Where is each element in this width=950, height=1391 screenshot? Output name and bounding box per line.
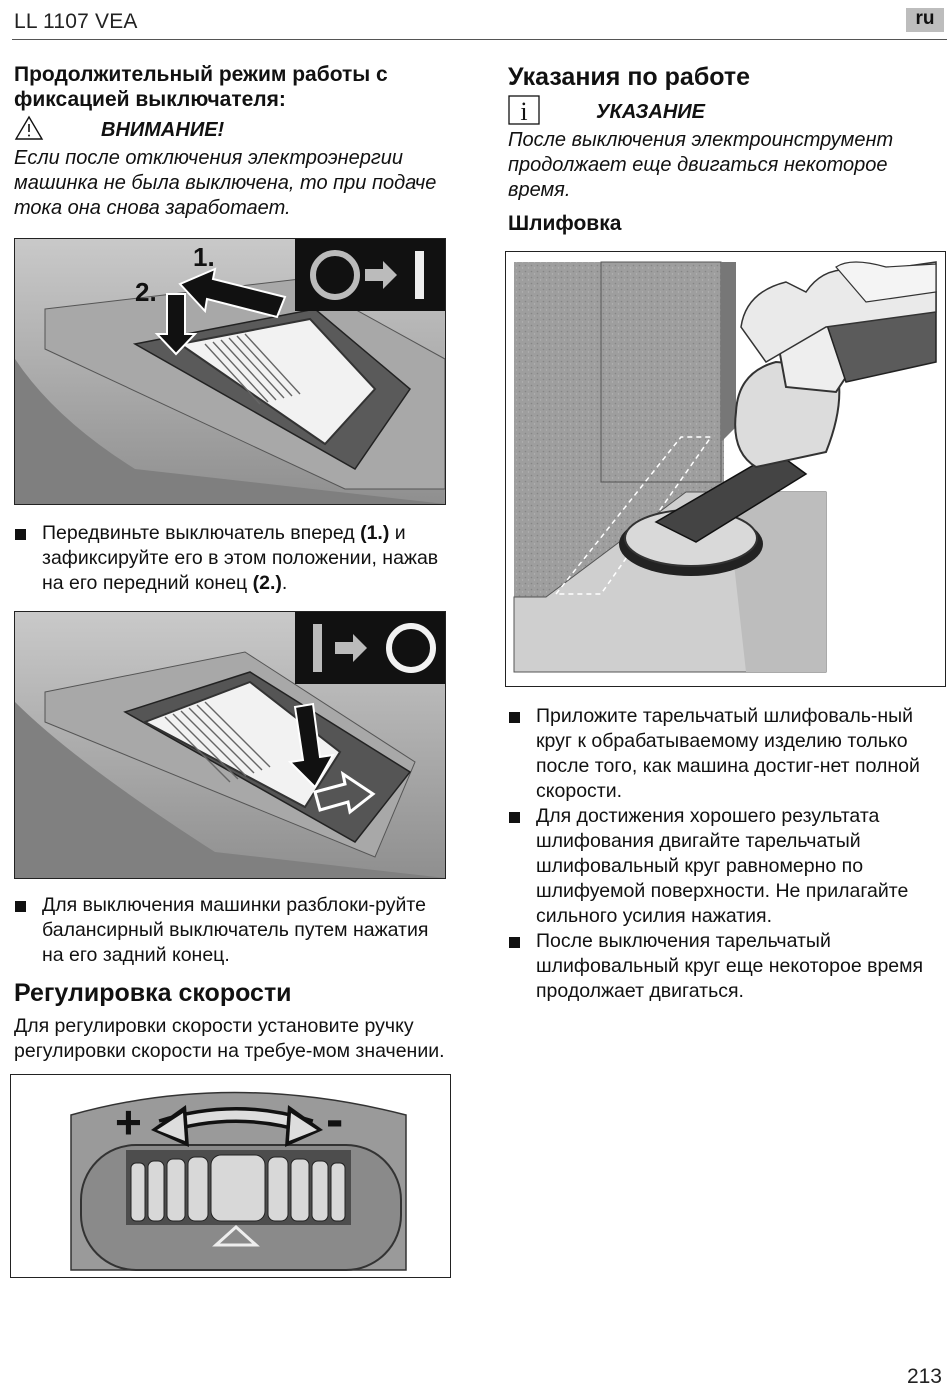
bullet-square (509, 812, 520, 823)
sanding-title: Шлифовка (508, 212, 622, 235)
speed-control-text: Для регулировки скорости установите ручк… (14, 1015, 445, 1062)
speed-dial-figure: + - (10, 1074, 451, 1278)
bullet-text: Для выключения машинки разблоки-руйте ба… (42, 894, 429, 966)
note-label: УКАЗАНИЕ (596, 100, 705, 123)
bullet-text-b: и зафиксируйте его в этом положении, наж… (42, 522, 439, 594)
dial-plus-label: + (115, 1096, 142, 1148)
bullet-text-a: Передвиньте выключатель вперед (42, 522, 361, 544)
left-column: Продолжительный режим работы с фиксацией… (10, 62, 454, 1278)
switch-on-figure: 1. 2. (14, 238, 446, 505)
note-header: i УКАЗАНИЕ (508, 94, 948, 130)
speed-control-title: Регулировка скорости (14, 979, 292, 1007)
bullet-bold-b: (2.) (252, 572, 282, 594)
language-badge: ru (906, 8, 944, 32)
step-label-2: 2. (135, 277, 157, 307)
header-title: LL 1107 VEA (14, 10, 138, 33)
switch-on-instruction: Передвиньте выключатель вперед (1.) и за… (14, 521, 454, 596)
bullet-bold-a: (1.) (360, 522, 390, 544)
warning-header: ВНИМАНИЕ! (14, 114, 454, 146)
bullet-square (15, 529, 26, 540)
dial-minus-label: - (326, 1091, 344, 1149)
right-column: Указания по работе i УКАЗАНИЕ После выкл… (505, 62, 948, 1004)
work-instructions-title: Указания по работе (508, 63, 751, 91)
sanding-instructions: Приложите тарельчатый шлифоваль-ный круг… (508, 704, 948, 1004)
header-divider (12, 39, 947, 40)
bullet-text: Для достижения хорошего результата шлифо… (536, 805, 909, 927)
step-label-1: 1. (193, 242, 215, 272)
bullet-text-c: . (281, 572, 288, 594)
sanding-bullet-2: Для достижения хорошего результата шлифо… (508, 804, 948, 929)
continuous-mode-title: Продолжительный режим работы с фиксацией… (14, 63, 388, 111)
warning-triangle-icon (14, 115, 44, 146)
bullet-square (509, 937, 520, 948)
bullet-square (15, 901, 26, 912)
bullet-text: Приложите тарельчатый шлифоваль-ный круг… (536, 705, 920, 802)
bullet-square (509, 712, 520, 723)
switch-off-figure (14, 611, 446, 879)
svg-text:i: i (520, 97, 527, 125)
page-number: 213 (906, 1365, 942, 1388)
sanding-figure (505, 251, 946, 687)
info-icon: i (508, 94, 540, 130)
switch-off-instruction: Для выключения машинки разблоки-руйте ба… (14, 893, 454, 968)
bullet-text: После выключения тарельчатый шлифовальны… (536, 930, 924, 1002)
note-text: После выключения электроинструмент продо… (508, 129, 894, 201)
sanding-bullet-3: После выключения тарельчатый шлифовальны… (508, 929, 948, 1004)
sanding-bullet-1: Приложите тарельчатый шлифоваль-ный круг… (508, 704, 948, 804)
warning-text: Если после отключения электроэнергии маш… (14, 147, 437, 219)
warning-label: ВНИМАНИЕ! (101, 118, 225, 141)
